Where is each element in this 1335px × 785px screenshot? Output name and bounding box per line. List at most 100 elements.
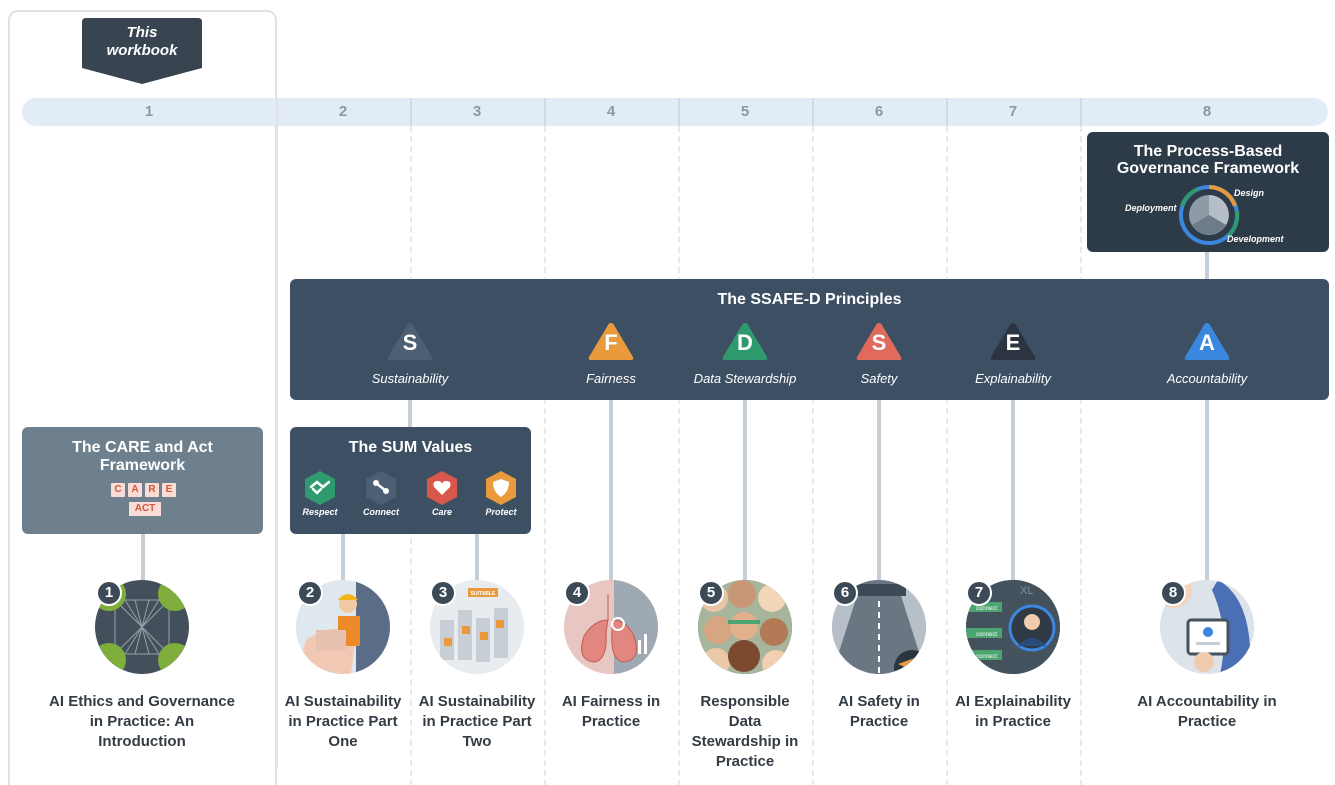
care-act-framework-box: The CARE and Act Framework: [22, 427, 263, 534]
workbook-title-7: AI Explainability in Practice: [955, 693, 1071, 730]
care-letter-a: A: [128, 483, 142, 497]
timeline-number-4: 4: [606, 103, 616, 120]
workbook-title-3: AI Sustainability in Practice Part Two: [418, 693, 536, 750]
timeline-number-3: 3: [472, 103, 482, 120]
workbook-title-4: AI Fairness in Practice: [561, 693, 661, 730]
care-letter-c: C: [111, 483, 125, 497]
connector-line: [475, 534, 479, 584]
principle-label: Data Stewardship: [693, 371, 797, 386]
connect-label: connect: [976, 606, 997, 612]
suitable-label: SUITABLE: [471, 591, 496, 597]
column-separator: [678, 126, 680, 785]
column-separator: [276, 98, 278, 768]
process-cycle-icon: [1179, 185, 1240, 245]
timeline-divider: [678, 98, 680, 126]
xl-label: XL: [1020, 585, 1033, 597]
connector-line: [341, 534, 345, 584]
connect-label: connect: [976, 632, 997, 638]
workbook-badge-3: 3: [430, 580, 456, 606]
connector-line: [408, 400, 412, 428]
sum-values-title: The SUM Values: [348, 439, 473, 456]
workbook-title-5: Responsible Data Stewardship in Practice: [691, 693, 799, 770]
timeline-divider: [946, 98, 948, 126]
principle-label: Explainability: [975, 371, 1051, 386]
workbook-title-2: AI Sustainability in Practice Part One: [284, 693, 402, 750]
timeline-divider: [1080, 98, 1082, 126]
workbook-title-6: AI Safety in Practice: [838, 693, 920, 730]
principle-sustainability-icon: [387, 323, 433, 360]
deployment-label: Deployment: [1125, 203, 1177, 213]
act-label: ACT: [129, 502, 161, 516]
timeline-number-5: 5: [740, 103, 750, 120]
principle-data-stewardship-icon: [722, 323, 768, 360]
principle-letter: S: [402, 330, 418, 355]
timeline-number-6: 6: [874, 103, 884, 120]
workbook-badge-8: 8: [1160, 580, 1186, 606]
principle-label: Accountability: [1166, 371, 1248, 386]
process-framework-title: The Process-Based Governance Framework: [1116, 143, 1300, 177]
principle-fairness-icon: [588, 323, 634, 360]
connector-line: [743, 400, 747, 584]
principle-label: Sustainability: [371, 371, 449, 386]
workbook-6-illustration: [832, 580, 926, 674]
principle-letter: S: [871, 330, 887, 355]
column-separator: [1080, 126, 1082, 785]
care-letter-r: R: [145, 483, 159, 497]
timeline-number-1: 1: [144, 103, 154, 120]
care-act-title: The CARE and Act Framework: [72, 439, 213, 474]
ssafe-d-title: The SSAFE-D Principles: [717, 291, 902, 308]
timeline-number-2: 2: [338, 103, 348, 120]
principle-label: Fairness: [586, 371, 636, 386]
heart-icon: [427, 471, 457, 505]
principle-letter: E: [1005, 330, 1021, 355]
connector-line: [1205, 252, 1209, 282]
workbook-badge-4: 4: [564, 580, 590, 606]
connector-line: [1205, 400, 1209, 584]
workbook-badge-5: 5: [698, 580, 724, 606]
connect-label: connect: [976, 654, 997, 660]
workbook-title-1: AI Ethics and Governance in Practice: An…: [49, 693, 235, 750]
development-label: Development: [1227, 234, 1284, 244]
principle-explainability-icon: [990, 323, 1036, 360]
this-workbook-label: This workbook: [82, 24, 202, 60]
principle-accountability-icon: [1184, 323, 1230, 360]
principle-label: Safety: [860, 371, 898, 386]
workbook-badge-1: 1: [96, 580, 122, 606]
shield-icon: [486, 471, 516, 505]
timeline-divider: [410, 98, 412, 126]
connector-line: [609, 400, 613, 584]
sum-value-label: Connect: [363, 507, 399, 517]
connector-line: [1011, 400, 1015, 584]
connector-line: [877, 400, 881, 584]
this-workbook-pin: [82, 18, 202, 84]
principle-safety-icon: [856, 323, 902, 360]
timeline-bar: [22, 98, 1328, 126]
design-label: Design: [1234, 188, 1265, 198]
timeline-number-8: 8: [1202, 103, 1212, 120]
timeline-number-7: 7: [1008, 103, 1018, 120]
principle-letter: F: [604, 330, 618, 355]
this-workbook-line1: This: [126, 24, 158, 41]
workbook-badge-7: 7: [966, 580, 992, 606]
sum-value-label: Care: [431, 507, 452, 517]
column-separator: [812, 126, 814, 785]
process-governance-framework-box: The Process-Based Governance Framework D…: [1087, 132, 1329, 252]
principle-letter: D: [737, 330, 753, 355]
ssafe-d-principles-box: The SSAFE-D Principles S Sustainability F F…: [290, 279, 1329, 400]
this-workbook-line2: workbook: [106, 42, 178, 59]
workbook-1-illustration: [95, 580, 189, 674]
workbook-badge-6: 6: [832, 580, 858, 606]
timeline-divider: [544, 98, 546, 126]
workbook-badge-2: 2: [297, 580, 323, 606]
timeline-divider: [812, 98, 814, 126]
sum-value-label: Respect: [302, 507, 338, 517]
column-separator: [946, 126, 948, 785]
handshake-icon: [305, 471, 335, 505]
care-letter-e: E: [162, 483, 176, 497]
workbook-title-8: AI Accountability in Practice: [1137, 693, 1277, 730]
connect-icon: [366, 471, 396, 505]
principle-letter: A: [1199, 330, 1215, 355]
connector-line: [141, 534, 145, 584]
